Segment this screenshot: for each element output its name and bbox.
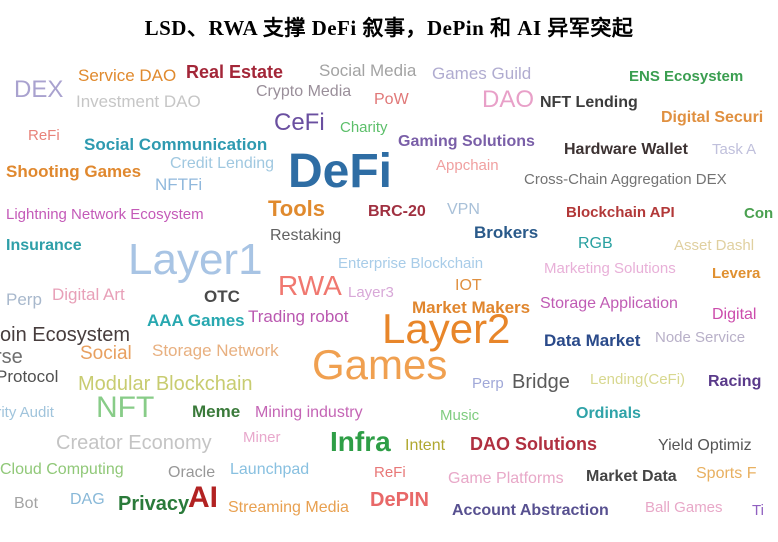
word-cloud-word: Social Media [319, 61, 417, 80]
word-cloud-word: Trading robot [248, 307, 349, 326]
word-cloud-word: Digital Securi [661, 109, 764, 126]
word-cloud-word: Tools [268, 196, 326, 221]
word-cloud-word: Ti [752, 502, 764, 519]
word-cloud-word: Appchain [436, 157, 499, 174]
word-cloud-word: Cross-Chain Aggregation DEX [524, 171, 727, 188]
word-cloud-word: Investment DAO [76, 92, 201, 111]
word-cloud-word: ReFi [374, 464, 406, 481]
word-cloud-word: Lending(CeFi) [590, 371, 686, 388]
word-cloud-word: IOT [455, 277, 482, 294]
word-cloud-word: Con [744, 205, 774, 222]
word-cloud-word: Asset Dashl [674, 237, 755, 254]
word-cloud-word: OTC [204, 287, 240, 306]
word-cloud-word: NFT Lending [540, 94, 638, 111]
word-cloud-word: ENS Ecosystem [629, 68, 744, 85]
word-cloud-word: Lightning Network Ecosystem [6, 206, 204, 223]
word-cloud-word: Insurance [6, 237, 82, 254]
word-cloud-word: RWA [278, 270, 342, 301]
word-cloud-word: Storage Application [540, 295, 678, 312]
word-cloud-word: NFTFi [155, 175, 203, 194]
word-cloud-word: Blockchain API [566, 204, 675, 221]
word-cloud-word: Data Market [544, 331, 641, 350]
word-cloud-word: DAO [482, 86, 535, 113]
word-cloud-word: Bridge [512, 371, 570, 393]
word-cloud-word: Intent [405, 437, 446, 454]
word-cloud-word: Layer1 [128, 235, 263, 284]
word-cloud-word: Social [80, 343, 132, 364]
word-cloud-word: Market Data [586, 468, 677, 485]
word-cloud-word: CeFi [274, 109, 325, 136]
word-cloud-word: DAG [70, 491, 105, 508]
word-cloud-word: Music [440, 407, 480, 424]
word-cloud-word: Privacy [118, 493, 190, 515]
word-cloud-word: rse [0, 346, 23, 368]
word-cloud-word: Meme [192, 402, 241, 421]
word-cloud-word: AI [188, 481, 218, 514]
word-cloud-word: Protocol [0, 367, 59, 386]
word-cloud-word: Digital [712, 306, 757, 323]
word-cloud-word: Shooting Games [6, 162, 142, 181]
word-cloud-word: VPN [447, 201, 480, 218]
word-cloud-word: Hardware Wallet [564, 141, 688, 158]
word-cloud-word: Marketing Solutions [544, 260, 676, 277]
word-cloud-word: Games Guild [432, 64, 532, 83]
word-cloud-word: Miner [243, 429, 281, 446]
word-cloud-word: Gaming Solutions [398, 133, 535, 150]
word-cloud-word: DeFi [288, 145, 393, 198]
word-cloud-word: Layer3 [348, 284, 394, 301]
word-cloud-word: ReFi [28, 127, 60, 144]
word-cloud-word: Game Platforms [448, 470, 564, 487]
word-cloud-word: Infra [330, 426, 391, 457]
word-cloud-word: Brokers [474, 223, 539, 242]
word-cloud-word: Streaming Media [228, 499, 349, 516]
word-cloud-word: Account Abstraction [452, 502, 609, 519]
word-cloud-word: Mining industry [255, 404, 363, 421]
word-cloud-word: Games [312, 341, 448, 388]
word-cloud-word: Market Makers [412, 298, 531, 317]
word-cloud-word: Perp [472, 375, 504, 392]
word-cloud-word: coin Ecosystem [0, 324, 131, 346]
word-cloud-word: Bot [14, 495, 39, 512]
word-cloud-word: Ball Games [645, 499, 723, 516]
word-cloud-word: PoW [374, 91, 409, 108]
word-cloud-word: Ordinals [576, 405, 641, 422]
word-cloud-word: Storage Network [152, 341, 279, 360]
word-cloud-word: Sports F [696, 465, 757, 482]
word-cloud-word: Enterprise Blockchain [338, 255, 484, 272]
word-cloud-word: DAO Solutions [470, 434, 597, 454]
word-cloud-word: Perp [6, 290, 42, 309]
word-cloud-word: Cloud Computing [0, 461, 124, 478]
word-cloud-word: BRC-20 [368, 203, 426, 220]
word-cloud-word: Charity [340, 119, 388, 136]
word-cloud-word: RGB [578, 235, 613, 252]
word-cloud-word: Service DAO [78, 66, 177, 85]
word-cloud-word: Layer2 [382, 305, 511, 352]
word-cloud-word: Credit Lending [170, 155, 275, 172]
word-cloud-word: Oracle [168, 464, 216, 481]
word-cloud-word: AAA Games [147, 311, 245, 330]
word-cloud-word: Node Service [655, 329, 746, 346]
word-cloud-word: Yield Optimiz [658, 437, 752, 454]
word-cloud-word: Levera [712, 265, 761, 282]
word-cloud-word: Launchpad [230, 461, 310, 478]
word-cloud-word: Creator Economy [56, 432, 212, 454]
word-cloud-word: Racing [708, 373, 762, 390]
word-cloud-word: Real Estate [186, 62, 284, 82]
word-cloud-word: NFT [96, 391, 155, 424]
word-cloud-word: Digital Art [52, 285, 125, 304]
figure-title: LSD、RWA 支撑 DeFi 叙事，DePin 和 AI 异军突起 [144, 16, 634, 40]
word-cloud-word: DEX [14, 76, 64, 103]
word-cloud-word: Modular Blockchain [78, 373, 253, 395]
word-cloud-word: Restaking [270, 227, 342, 244]
word-cloud-word: Social Communication [84, 135, 268, 154]
word-cloud-word: DePIN [370, 489, 429, 511]
word-cloud-word: Crypto Media [256, 83, 352, 100]
word-cloud-word: Task A [712, 141, 757, 158]
word-cloud-word: urity Audit [0, 404, 54, 421]
